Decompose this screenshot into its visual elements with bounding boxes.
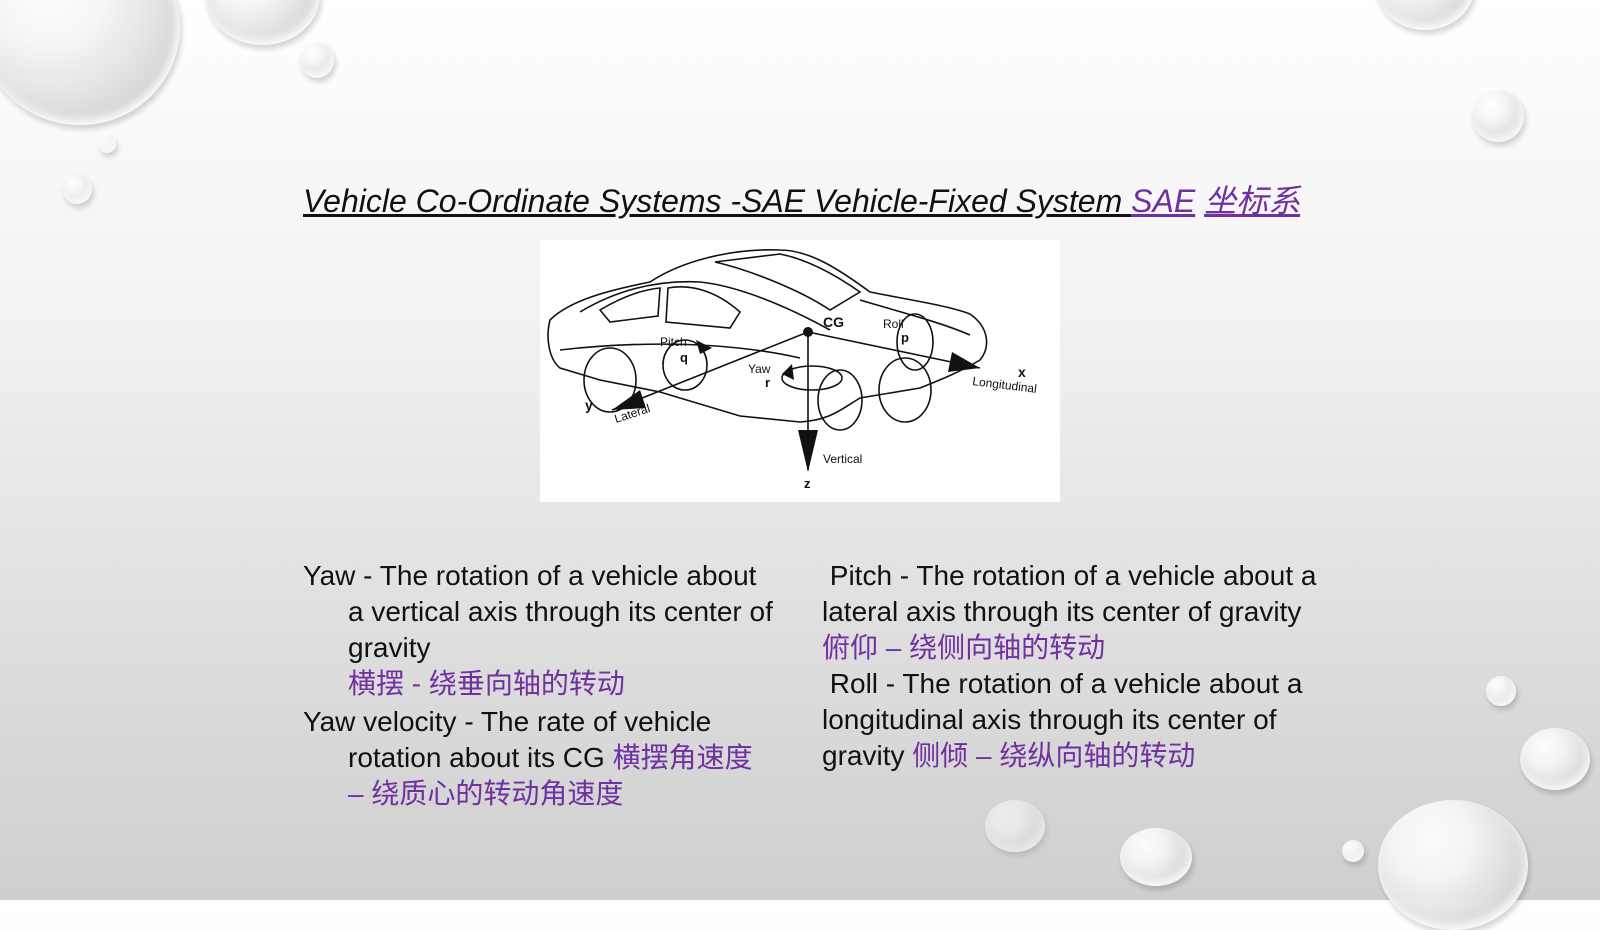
y-axis-line bbox=[611, 331, 809, 411]
water-drop-decoration bbox=[300, 42, 334, 78]
yaw-velocity-definition-cn: 横摆角速度 – 绕质心的转动角速度 bbox=[348, 742, 753, 809]
pitch-definition-en: Pitch - The rotation of a vehicle about … bbox=[822, 560, 1325, 627]
label-roll: Roll bbox=[883, 317, 904, 331]
water-drop-decoration bbox=[62, 174, 92, 204]
pitch-arrowhead bbox=[696, 340, 712, 354]
yaw-velocity-definition-en: Yaw velocity - The rate of vehicle rotat… bbox=[303, 706, 712, 773]
label-vertical: Vertical bbox=[823, 452, 862, 466]
car-windshield bbox=[714, 253, 862, 311]
water-drop-decoration bbox=[985, 800, 1045, 852]
z-axis-arrowhead bbox=[798, 430, 818, 472]
roll-rotation-loop bbox=[896, 313, 934, 371]
rear-wheel bbox=[583, 347, 637, 413]
car-side-window-front bbox=[665, 286, 742, 329]
slide-title-text: Vehicle Co-Ordinate Systems -SAE Vehicle… bbox=[303, 183, 1132, 219]
label-r: r bbox=[765, 375, 770, 390]
yaw-velocity-definition: Yaw velocity - The rate of vehicle rotat… bbox=[303, 704, 773, 812]
car-hood-line bbox=[859, 299, 971, 336]
slide-title-link-sae[interactable]: SAE bbox=[1131, 183, 1196, 219]
label-x: x bbox=[1018, 364, 1026, 380]
roll-definition: Roll - The rotation of a vehicle about a… bbox=[822, 666, 1322, 774]
yaw-definition-cn: 横摆 - 绕垂向轴的转动 bbox=[348, 668, 625, 699]
water-drop-decoration bbox=[1342, 840, 1364, 862]
water-drop-decoration bbox=[98, 135, 116, 153]
yaw-definition-en: Yaw - The rotation of a vehicle about a … bbox=[303, 560, 773, 663]
water-drop-decoration bbox=[1472, 90, 1524, 142]
x-axis-arrowhead bbox=[948, 352, 980, 372]
water-drop-decoration bbox=[0, 0, 180, 125]
car-body-outline bbox=[547, 249, 988, 423]
roll-definition-cn: 侧倾 – 绕纵向轴的转动 bbox=[912, 740, 1196, 771]
yaw-definition: Yaw - The rotation of a vehicle about a … bbox=[303, 558, 773, 702]
water-drop-decoration bbox=[1378, 800, 1528, 930]
left-text-column: Yaw - The rotation of a vehicle about a … bbox=[303, 558, 773, 812]
pitch-rotation-loop bbox=[662, 339, 708, 391]
label-q: q bbox=[680, 350, 688, 365]
pitch-definition: Pitch - The rotation of a vehicle about … bbox=[822, 558, 1322, 666]
label-pitch: Pitch bbox=[660, 335, 687, 349]
water-drop-decoration bbox=[1120, 828, 1192, 886]
cg-point bbox=[803, 327, 813, 337]
car-roof-line bbox=[579, 280, 831, 331]
front-wheel-right bbox=[817, 369, 863, 431]
car-side-window-rear bbox=[598, 287, 661, 323]
label-cg: CG bbox=[823, 314, 844, 330]
water-drop-decoration bbox=[1520, 728, 1590, 790]
slide-title: Vehicle Co-Ordinate Systems -SAE Vehicle… bbox=[303, 176, 1403, 222]
water-drop-decoration bbox=[1486, 676, 1516, 706]
water-drop-decoration bbox=[1375, 0, 1475, 30]
yaw-rotation-loop bbox=[781, 365, 843, 391]
slide-title-link-cn[interactable]: 坐标系 bbox=[1204, 183, 1301, 219]
vehicle-diagram-svg: CG Roll p Pitch q Yaw r x Longitudinal y… bbox=[547, 249, 1038, 491]
label-z: z bbox=[804, 476, 811, 491]
water-drop-decoration bbox=[205, 0, 320, 45]
label-p: p bbox=[901, 330, 909, 345]
roll-definition-en: Roll - The rotation of a vehicle about a… bbox=[822, 668, 1311, 771]
car-door-line bbox=[559, 343, 801, 359]
right-text-column: Pitch - The rotation of a vehicle about … bbox=[822, 558, 1322, 774]
label-y: y bbox=[585, 397, 593, 413]
vehicle-coordinate-diagram: CG Roll p Pitch q Yaw r x Longitudinal y… bbox=[540, 240, 1060, 502]
label-longitudinal: Longitudinal bbox=[972, 374, 1038, 396]
pitch-definition-cn: 俯仰 – 绕侧向轴的转动 bbox=[822, 632, 1106, 663]
yaw-arrowhead bbox=[782, 364, 794, 380]
front-wheel bbox=[878, 357, 932, 423]
y-axis-arrowhead bbox=[612, 390, 646, 410]
label-yaw: Yaw bbox=[748, 362, 771, 376]
